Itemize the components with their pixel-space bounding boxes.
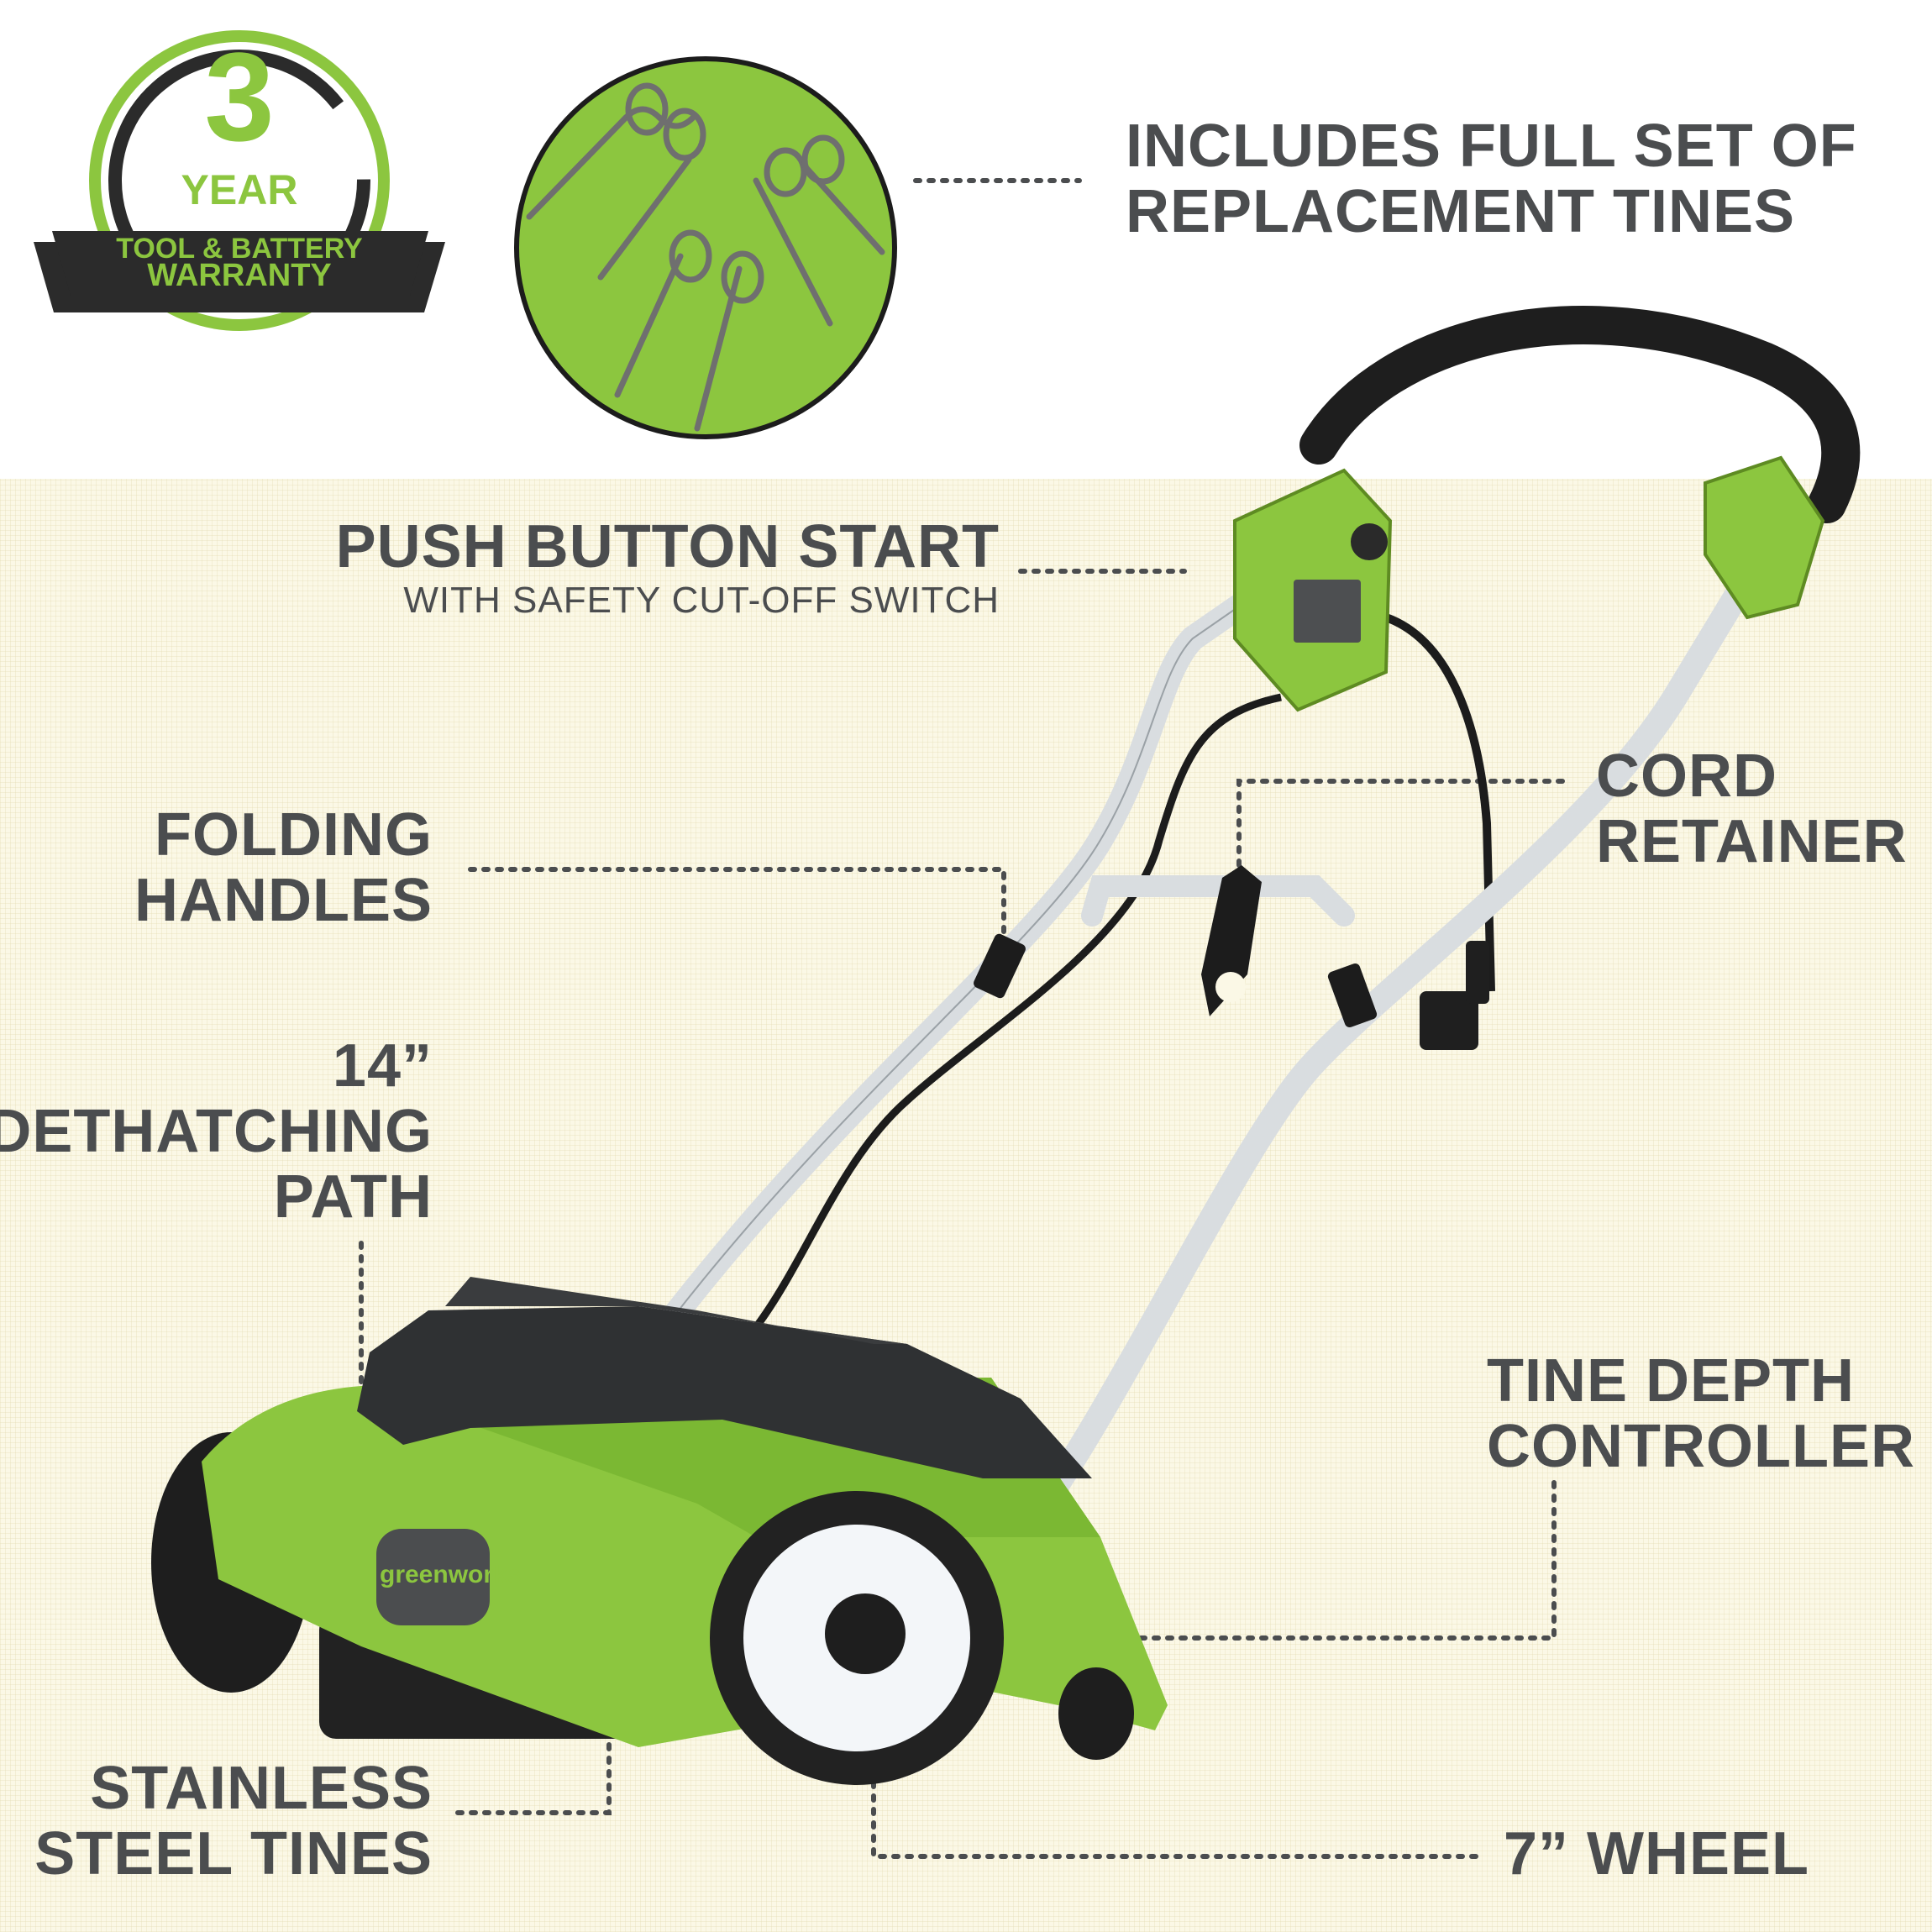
callout-tine-depth-line2: CONTROLLER: [1487, 1413, 1915, 1480]
callout-folding-handles-line1: FOLDING: [155, 801, 433, 869]
leader-steel-tines: [455, 1740, 612, 1815]
callout-path: 14” DETHATCHING PATH: [0, 1033, 433, 1230]
callout-path-line1: 14”: [332, 1032, 433, 1100]
callout-cord-retainer-line1: CORD: [1596, 743, 1777, 810]
warranty-line1: TOOL & BATTERY: [116, 233, 363, 265]
leader-wheel: [871, 1753, 1481, 1859]
replacement-tines-image: [514, 56, 897, 439]
warranty-year: YEAR: [181, 166, 298, 213]
callout-cord-retainer: CORD RETAINER: [1596, 743, 1908, 874]
callout-steel-tines-line1: STAINLESS: [90, 1755, 433, 1822]
callout-cord-retainer-line2: RETAINER: [1596, 808, 1908, 875]
callout-tine-depth-line1: TINE DEPTH: [1487, 1347, 1856, 1415]
callout-path-line3: PATH: [273, 1163, 433, 1231]
callout-push-button-title: PUSH BUTTON START: [335, 513, 1000, 580]
callout-tines-set: INCLUDES FULL SET OF REPLACEMENT TINES: [1126, 113, 1857, 244]
dethatcher-deck: [151, 1277, 1168, 1785]
brand-wordmark: greenworks: [380, 1561, 522, 1588]
leader-cord-retainer: [1236, 779, 1565, 880]
callout-tines-set-line1: INCLUDES FULL SET OF: [1126, 113, 1857, 180]
callout-steel-tines: STAINLESS STEEL TINES: [34, 1756, 433, 1887]
callout-folding-handles: FOLDING HANDLES: [134, 802, 433, 933]
callout-push-button-subtitle: WITH SAFETY CUT-OFF SWITCH: [403, 580, 1000, 621]
warranty-number: 3: [204, 26, 275, 167]
warranty-badge: [34, 30, 445, 331]
leader-folding-handles: [468, 867, 1006, 939]
callout-steel-tines-line2: STEEL TINES: [34, 1820, 433, 1887]
callout-path-line2: DETHATCHING: [0, 1098, 433, 1165]
callout-tines-set-line2: REPLACEMENT TINES: [1126, 178, 1796, 245]
warranty-line2: WARRANTY: [147, 258, 332, 293]
callout-folding-handles-line2: HANDLES: [134, 867, 433, 934]
callout-tine-depth: TINE DEPTH CONTROLLER: [1487, 1348, 1915, 1479]
handle-assembly: [659, 306, 1861, 1567]
callout-wheel: 7” WHEEL: [1504, 1820, 1810, 1887]
